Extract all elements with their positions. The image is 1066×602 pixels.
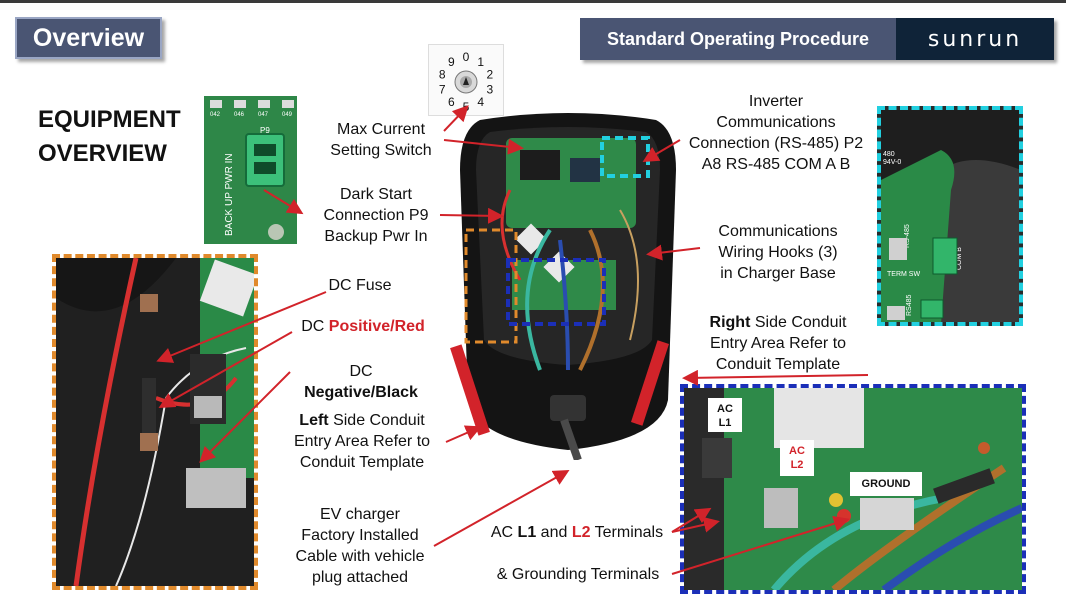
dial-digit: 7 (439, 83, 446, 97)
backup-power-pcb-photo: 042 046 047 049 P9 BACK UP PWR IN (204, 96, 297, 244)
callout-dc-fuse: DC Fuse (328, 277, 392, 294)
arrow-inverter (642, 139, 681, 163)
brand-logo: sunrun (896, 18, 1054, 60)
page-title: EQUIPMENT OVERVIEW (38, 106, 181, 167)
arrow-dc-negative (199, 371, 291, 463)
section-badge: Overview (15, 17, 162, 59)
dial-digit: 8 (439, 67, 446, 81)
arrow-right-conduit (682, 369, 869, 386)
comm-connector-photo: 480 94V-0 RS-485 TERM SW COM B RS485 (877, 106, 1023, 326)
dial-digit: 2 (486, 67, 493, 81)
silk-text: RS485 (906, 294, 913, 316)
arrow-dark-start (439, 207, 504, 224)
sop-title: Standard Operating Procedure (580, 18, 896, 60)
arrow-comm-hooks (646, 244, 701, 261)
silk-text: COM B (956, 247, 963, 270)
dial-digit: 4 (477, 95, 484, 109)
arrow-max-current-board (443, 138, 524, 155)
silk-text: TERM SW (887, 271, 920, 278)
pcb-pin-label: 047 (258, 112, 269, 118)
arrow-dark-start-inset (263, 189, 304, 215)
silk-text: RS-485 (904, 224, 911, 248)
pcb-pin-label: 042 (210, 112, 221, 118)
charger-photo (450, 110, 686, 462)
arrow-ac-l1 (671, 507, 712, 533)
arrow-left-conduit (445, 425, 482, 443)
arrow-max-current (443, 105, 469, 132)
arrow-ac-l2 (671, 516, 720, 533)
arrow-ev-cable (433, 470, 570, 547)
callout-grounding: & Grounding Terminals (496, 566, 660, 583)
sop-banner: Standard Operating Procedure sunrun (580, 18, 1054, 60)
pcb-pin-label: 046 (234, 112, 245, 118)
pcb-pin-label: 049 (282, 112, 293, 118)
dial-digit: 9 (448, 55, 455, 69)
silk-text: 94V-0 (883, 159, 901, 166)
dial-digit: 0 (463, 50, 470, 64)
ground-label: GROUND (850, 472, 922, 496)
silk-text: 480 (883, 151, 895, 158)
arrow-grounding (671, 515, 850, 575)
arrow-dc-positive (158, 331, 293, 408)
pcb-silk-text: BACK UP PWR IN (224, 153, 235, 236)
dc-connection-photo (52, 254, 258, 590)
top-border (0, 0, 1066, 3)
dial-digit: 3 (486, 83, 493, 97)
dial-digit: 6 (448, 95, 455, 109)
arrow-dc-fuse (156, 291, 327, 363)
pcb-connector-label: P9 (260, 126, 270, 135)
dial-digit: 1 (477, 55, 484, 69)
callout-dc-positive: DC Positive/Red (301, 318, 425, 335)
callout-ac-terminals: AC L1 and L2 Terminals (490, 524, 664, 541)
